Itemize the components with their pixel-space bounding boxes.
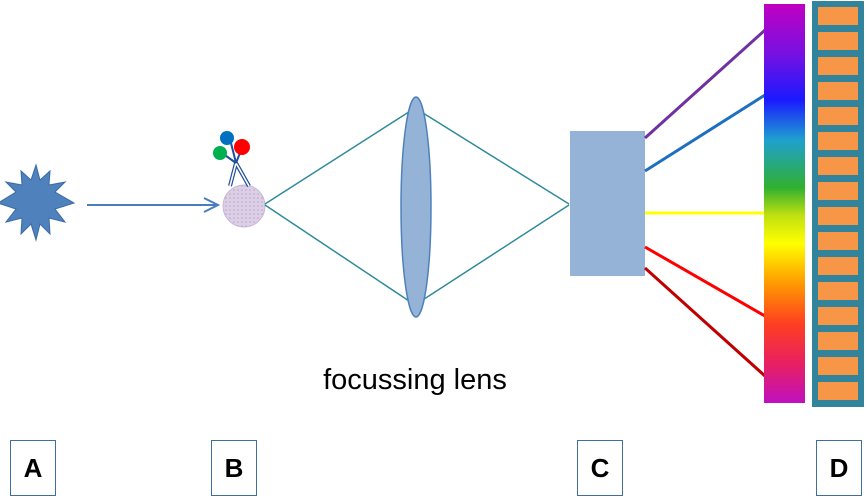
beam-arrow bbox=[87, 197, 221, 213]
atom-green bbox=[213, 146, 227, 160]
detector-cell bbox=[818, 7, 858, 25]
detector-cell bbox=[818, 107, 858, 125]
lens-caption: focussing lens bbox=[323, 364, 507, 396]
detector-cell bbox=[818, 32, 858, 50]
detector-array bbox=[812, 1, 864, 407]
label-b: B bbox=[211, 440, 257, 496]
ray-dark-red bbox=[643, 266, 767, 378]
label-a: A bbox=[10, 440, 56, 496]
starburst-icon bbox=[0, 163, 76, 242]
detector-cell bbox=[818, 207, 858, 225]
detector-cell bbox=[818, 382, 858, 400]
detector-cell bbox=[818, 57, 858, 75]
detector-cell bbox=[818, 332, 858, 350]
dispersed-rays bbox=[643, 20, 776, 378]
detector-cell bbox=[818, 307, 858, 325]
atom-blue bbox=[220, 131, 234, 145]
label-c: C bbox=[577, 440, 623, 496]
detector-cell bbox=[818, 157, 858, 175]
sample-disk bbox=[222, 184, 266, 228]
detector-cell bbox=[818, 357, 858, 375]
detector-cell bbox=[818, 82, 858, 100]
detector-cell bbox=[818, 232, 858, 250]
ray-violet bbox=[643, 20, 776, 140]
diffraction-grating bbox=[570, 131, 645, 276]
detector-cell bbox=[818, 257, 858, 275]
detector-cell bbox=[818, 282, 858, 300]
label-d: D bbox=[816, 440, 862, 496]
ray-blue bbox=[644, 93, 766, 173]
ray-red bbox=[644, 245, 766, 318]
atom-red bbox=[234, 139, 250, 155]
focussing-lens bbox=[400, 96, 432, 318]
detector-cell bbox=[818, 182, 858, 200]
ball-and-stick-molecule-icon bbox=[213, 131, 251, 187]
detector-cell bbox=[818, 132, 858, 150]
spectrum-bar bbox=[764, 4, 805, 403]
